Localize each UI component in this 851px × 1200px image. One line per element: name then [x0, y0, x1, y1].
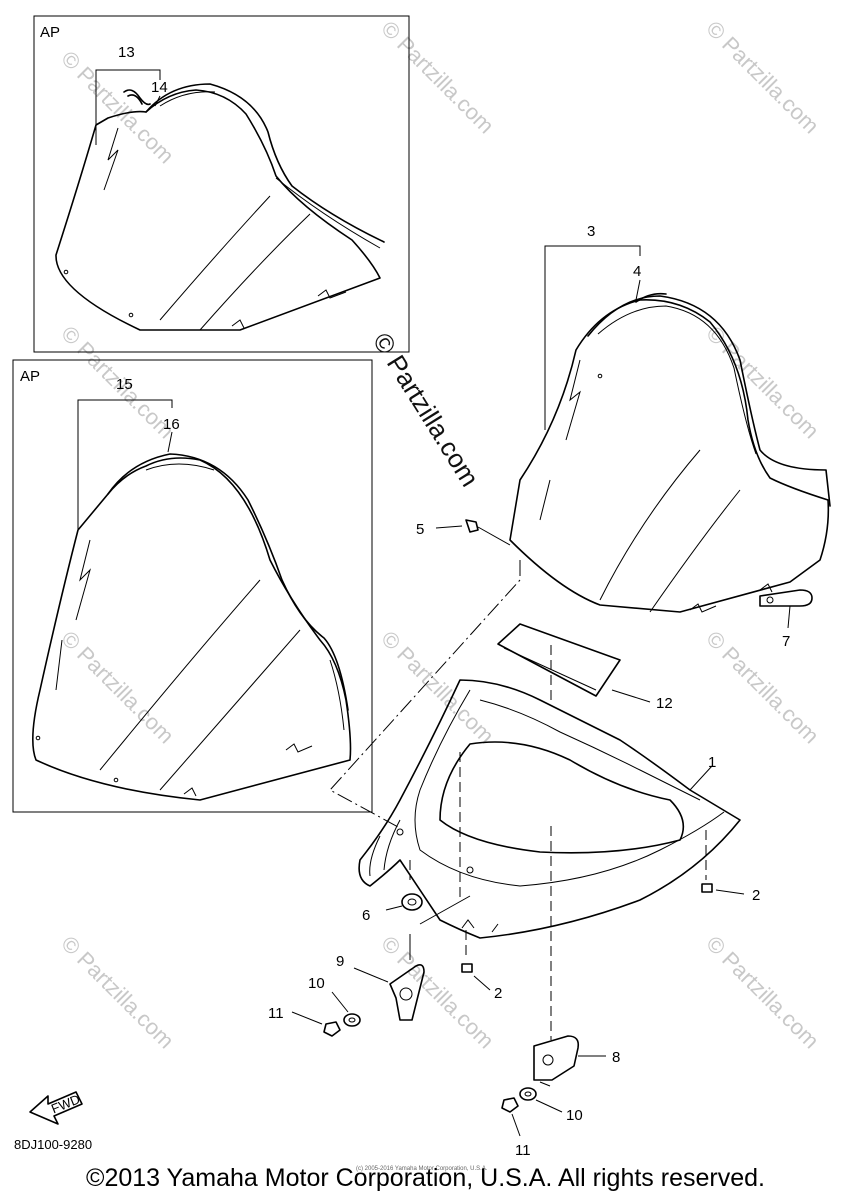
callout-12: 12: [656, 695, 673, 712]
watermark: © Partzilla.com: [701, 626, 824, 749]
fine-print: (c) 2005-2016 Yamaha Motor Corporation, …: [356, 1166, 488, 1172]
callout-2: 2: [494, 985, 502, 1002]
partzilla-watermark: © Partzilla.com: [367, 327, 485, 491]
alt-box-frame: [12, 359, 373, 813]
callout-3: 3: [587, 223, 595, 240]
watermark: © Partzilla.com: [376, 626, 499, 749]
alt-parts-box-bottom: AP 15 16: [12, 359, 373, 813]
callout-11: 11: [268, 1005, 284, 1022]
washer-10-right: 10: [519, 1087, 583, 1124]
callout-1: 1: [708, 754, 716, 771]
callout-16: 16: [163, 416, 180, 433]
windscreen-3: [509, 295, 831, 613]
bracket-8: 8: [533, 1035, 620, 1087]
callout-14: 14: [151, 79, 168, 96]
callout-4: 4: [633, 263, 641, 280]
watermark: © Partzilla.com: [376, 931, 499, 1054]
alt-parts-box-top: AP 13 14: [33, 15, 410, 353]
screw-2-right: 2: [701, 883, 760, 904]
alt-parts-label: AP: [20, 368, 40, 385]
windscreen-13: [55, 83, 385, 331]
watermark: © Partzilla.com: [56, 626, 179, 749]
callout-8: 8: [612, 1049, 620, 1066]
bracket-9: 9: [336, 953, 425, 1021]
watermark: © Partzilla.com: [376, 16, 499, 139]
washer-10-left: 10: [308, 975, 361, 1027]
nut-7: 7: [759, 589, 813, 650]
callout-10: 10: [308, 975, 325, 992]
callout-6: 6: [362, 907, 370, 924]
copyright-footer: ©2013 Yamaha Motor Corporation, U.S.A. A…: [86, 1164, 765, 1192]
callout-10: 10: [566, 1107, 583, 1124]
callout-11: 11: [515, 1142, 531, 1159]
cowling-1: 1: [358, 679, 741, 939]
screw-2-bottom: 2: [461, 963, 502, 1002]
watermark: © Partzilla.com: [701, 16, 824, 139]
callout-5: 5: [416, 521, 424, 538]
watermark-large: © Partzilla.com: [367, 327, 485, 491]
watermarks: © Partzilla.com © Partzilla.com © Partzi…: [56, 16, 824, 1054]
watermark: © Partzilla.com: [56, 931, 179, 1054]
screw-5: 5: [416, 519, 511, 546]
fwd-label: FWD: [49, 1091, 82, 1116]
callout-9: 9: [336, 953, 344, 970]
alt-parts-label: AP: [40, 24, 60, 41]
windscreen-15: [32, 453, 352, 801]
collar-6: 6: [362, 893, 423, 924]
watermark: © Partzilla.com: [701, 931, 824, 1054]
callout-13: 13: [118, 44, 135, 61]
pad-12: 12: [497, 623, 673, 712]
callout-7: 7: [782, 633, 790, 650]
callout-15: 15: [116, 376, 133, 393]
nut-11-right: 11: [501, 1097, 531, 1159]
trim-14: [123, 89, 151, 106]
alt-box-frame: [33, 15, 410, 353]
trim-4: [635, 292, 667, 303]
fwd-arrow-icon: FWD: [29, 1091, 83, 1125]
nut-11-left: 11: [268, 1005, 341, 1037]
assembly-lines: [329, 560, 707, 1040]
callout-2: 2: [752, 887, 760, 904]
diagram-code: 8DJ100-9280: [14, 1137, 92, 1152]
